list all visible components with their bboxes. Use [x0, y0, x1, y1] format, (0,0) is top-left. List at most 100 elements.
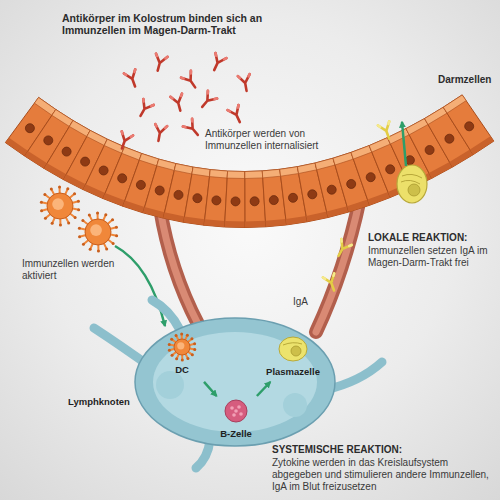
spike-tip — [186, 334, 189, 337]
cell-picture — [262, 334, 324, 364]
spike-tip — [50, 188, 53, 191]
cell-body — [47, 193, 73, 219]
b-cell-granule — [232, 413, 236, 417]
antibody-body — [378, 121, 395, 140]
colostrum-antibody — [209, 53, 227, 73]
cell-base — [123, 201, 145, 213]
antibody-body — [152, 54, 168, 73]
spike-tip — [40, 201, 43, 204]
cell-nucleus — [250, 197, 259, 206]
spike-tip — [104, 213, 107, 216]
cell-nucleus — [289, 193, 298, 202]
iga-antibody — [378, 121, 395, 140]
cell-base — [306, 212, 328, 222]
follicle — [283, 393, 307, 417]
brush-border — [87, 130, 108, 145]
colostrum-antibody — [238, 74, 253, 92]
cell-base — [143, 207, 165, 218]
cell-nucleus — [52, 198, 64, 210]
antibody-tip — [340, 239, 351, 247]
cell-nucleus — [99, 166, 108, 175]
green-arrow — [402, 122, 406, 166]
cell-nucleus — [90, 224, 102, 236]
colostrum-antibody — [124, 69, 141, 88]
cell-base — [265, 219, 286, 227]
lymph-vessel — [152, 300, 180, 330]
cell-base — [225, 221, 246, 228]
cell-nucleus — [386, 165, 395, 174]
spike-tip — [96, 212, 99, 215]
colostrum-antibody — [153, 124, 168, 142]
antibody-tip — [215, 53, 227, 60]
cell-nucleus — [308, 190, 317, 199]
spike-tip — [170, 338, 173, 341]
spike-tip — [180, 333, 183, 336]
antibody-body — [153, 124, 168, 142]
green-arrow-connector — [204, 382, 217, 396]
spike-tip — [81, 219, 84, 222]
cell-base — [184, 216, 205, 225]
cell-base — [25, 151, 47, 168]
antibody-tip — [181, 71, 192, 80]
cell-nucleus — [425, 146, 434, 155]
brush-border — [315, 158, 335, 170]
cell-picture — [160, 332, 204, 362]
antibody-body — [333, 239, 351, 259]
note-text: Antikörper werden von Immunzellen intern… — [205, 128, 345, 152]
antibody-body — [209, 53, 227, 73]
immune-cell-icon — [78, 212, 118, 253]
cell-nucleus — [136, 180, 145, 189]
spike-tip — [73, 192, 76, 195]
spike-tip — [88, 214, 91, 217]
cell-nucleus — [366, 173, 375, 182]
cell-nucleus — [212, 196, 221, 205]
spike-tip — [66, 187, 69, 190]
brush-border — [297, 163, 316, 174]
cell-nucleus — [445, 134, 454, 143]
lymph-node: LymphknotenDCB-ZellePlasmazelle — [60, 290, 345, 470]
iga-antibody — [323, 273, 340, 292]
cell-base — [286, 216, 307, 225]
cell-base — [5, 138, 28, 156]
b-cell-granule — [230, 406, 234, 410]
cell-nucleus — [81, 157, 90, 166]
cell-node: DC — [160, 332, 204, 382]
spike-tip — [77, 200, 80, 203]
cell-nucleus — [118, 174, 127, 183]
spike-tip — [78, 227, 81, 230]
spike-tip — [105, 247, 108, 250]
spike-tip — [77, 208, 80, 211]
cell-nucleus — [25, 124, 34, 133]
cell-node: Plasmazelle — [262, 334, 324, 382]
brush-border — [443, 95, 466, 113]
antibody-tip — [238, 74, 250, 78]
colostrum-antibody — [181, 71, 200, 91]
antibody-body — [181, 71, 200, 91]
antibody-tip — [155, 54, 167, 59]
colostrum-antibody — [198, 91, 217, 111]
plasma-cell-gut — [397, 165, 427, 203]
section-heading: LOKALE REAKTION: — [368, 232, 496, 244]
cell-label: Plasmazelle — [266, 366, 320, 377]
follicle — [156, 371, 184, 399]
immune-cell-icon — [40, 186, 80, 227]
cells-and-antibodies — [40, 53, 427, 292]
spike-tip — [181, 358, 184, 361]
cell-picture — [212, 396, 260, 426]
cell-base — [63, 174, 85, 189]
intestinal-cells — [5, 95, 493, 228]
plasma-cell-nucleus — [408, 184, 420, 196]
antibody-body — [183, 119, 202, 139]
spike-tip — [112, 242, 115, 245]
brush-border — [425, 107, 448, 124]
antibody-tip — [170, 94, 182, 99]
cell-label: DC — [175, 364, 189, 375]
note-text: Immunzellen setzen IgA im Magen-Darm-Tra… — [368, 245, 496, 269]
brush-border — [34, 97, 55, 115]
b-cell-granule — [239, 412, 243, 416]
brush-border — [210, 170, 228, 179]
cell-nucleus — [465, 122, 474, 131]
lymph-node-inner — [153, 332, 317, 432]
spike-tip — [97, 249, 100, 252]
spike-tip — [78, 235, 81, 238]
